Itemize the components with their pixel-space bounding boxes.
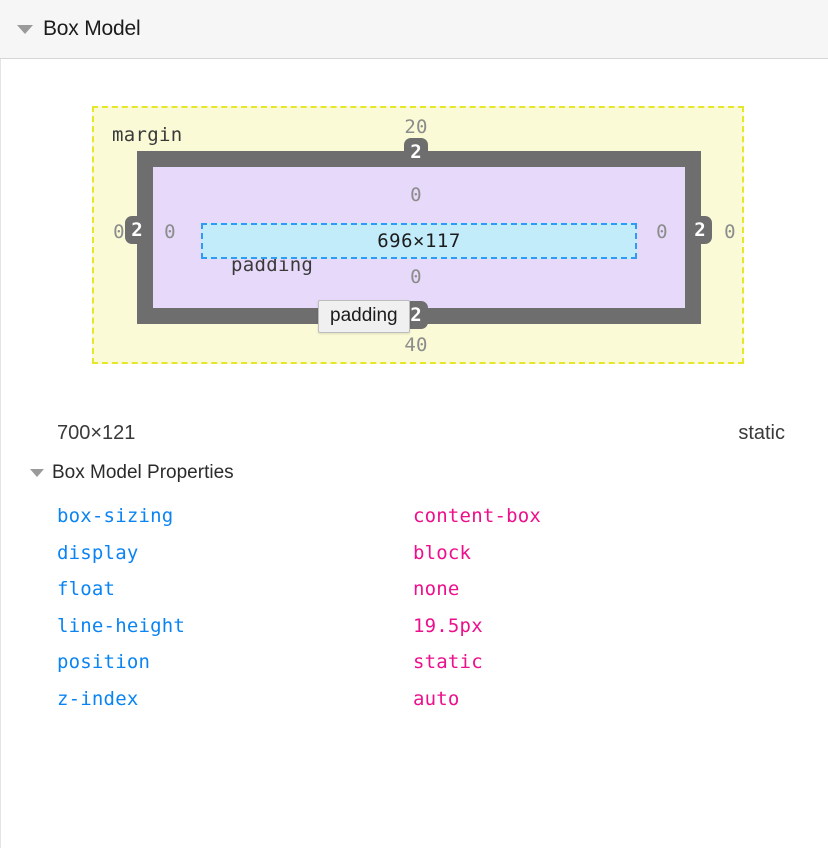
box-model-diagram[interactable]: margin border padding 696×117 20 2 0 0 2… <box>92 106 744 364</box>
triangle-down-icon[interactable] <box>30 469 44 477</box>
property-name[interactable]: display <box>57 541 139 564</box>
page-title: Box Model <box>43 17 141 40</box>
property-name[interactable]: line-height <box>57 614 186 637</box>
box-model-properties-list: box-sizing content-box display block flo… <box>0 498 828 717</box>
border-left-value[interactable]: 2 <box>125 216 149 244</box>
panel-left-rail <box>0 59 1 848</box>
property-value[interactable]: 19.5px <box>413 614 483 637</box>
padding-right-value[interactable]: 0 <box>656 221 668 243</box>
content-region[interactable]: 696×117 <box>201 223 637 259</box>
property-value[interactable]: content-box <box>413 505 542 528</box>
content-size-label: 696×117 <box>377 230 461 252</box>
box-model-properties-title: Box Model Properties <box>52 462 234 483</box>
padding-top-value[interactable]: 0 <box>410 184 422 206</box>
property-value[interactable]: none <box>413 578 460 601</box>
element-size-label: 700×121 <box>57 422 136 444</box>
margin-left-value[interactable]: 0 <box>113 221 125 243</box>
property-name[interactable]: z-index <box>57 687 139 710</box>
table-row[interactable]: float none <box>0 571 828 608</box>
border-top-value[interactable]: 2 <box>404 138 428 166</box>
table-row[interactable]: box-sizing content-box <box>0 498 828 535</box>
table-row[interactable]: position static <box>0 644 828 681</box>
padding-left-value[interactable]: 0 <box>164 221 176 243</box>
region-tooltip: padding <box>318 300 410 333</box>
border-right-value[interactable]: 2 <box>688 216 712 244</box>
margin-top-value[interactable]: 20 <box>404 116 428 138</box>
box-model-panel-header[interactable]: Box Model <box>0 0 828 59</box>
property-value[interactable]: block <box>413 541 472 564</box>
box-summary-row: 700×121 static <box>57 422 785 445</box>
property-value[interactable]: auto <box>413 687 460 710</box>
padding-bottom-value[interactable]: 0 <box>410 266 422 288</box>
property-name[interactable]: position <box>57 651 151 674</box>
table-row[interactable]: line-height 19.5px <box>0 608 828 645</box>
margin-right-value[interactable]: 0 <box>724 221 736 243</box>
triangle-down-icon[interactable] <box>17 24 33 34</box>
table-row[interactable]: z-index auto <box>0 681 828 718</box>
margin-region-label: margin <box>112 124 183 146</box>
element-position-label: static <box>738 422 785 444</box>
padding-region-label: padding <box>231 254 314 276</box>
property-name[interactable]: box-sizing <box>57 505 174 528</box>
margin-bottom-value[interactable]: 40 <box>404 334 428 356</box>
table-row[interactable]: display block <box>0 535 828 572</box>
property-name[interactable]: float <box>57 578 116 601</box>
box-model-properties-header[interactable]: Box Model Properties <box>30 462 234 484</box>
property-value[interactable]: static <box>413 651 483 674</box>
